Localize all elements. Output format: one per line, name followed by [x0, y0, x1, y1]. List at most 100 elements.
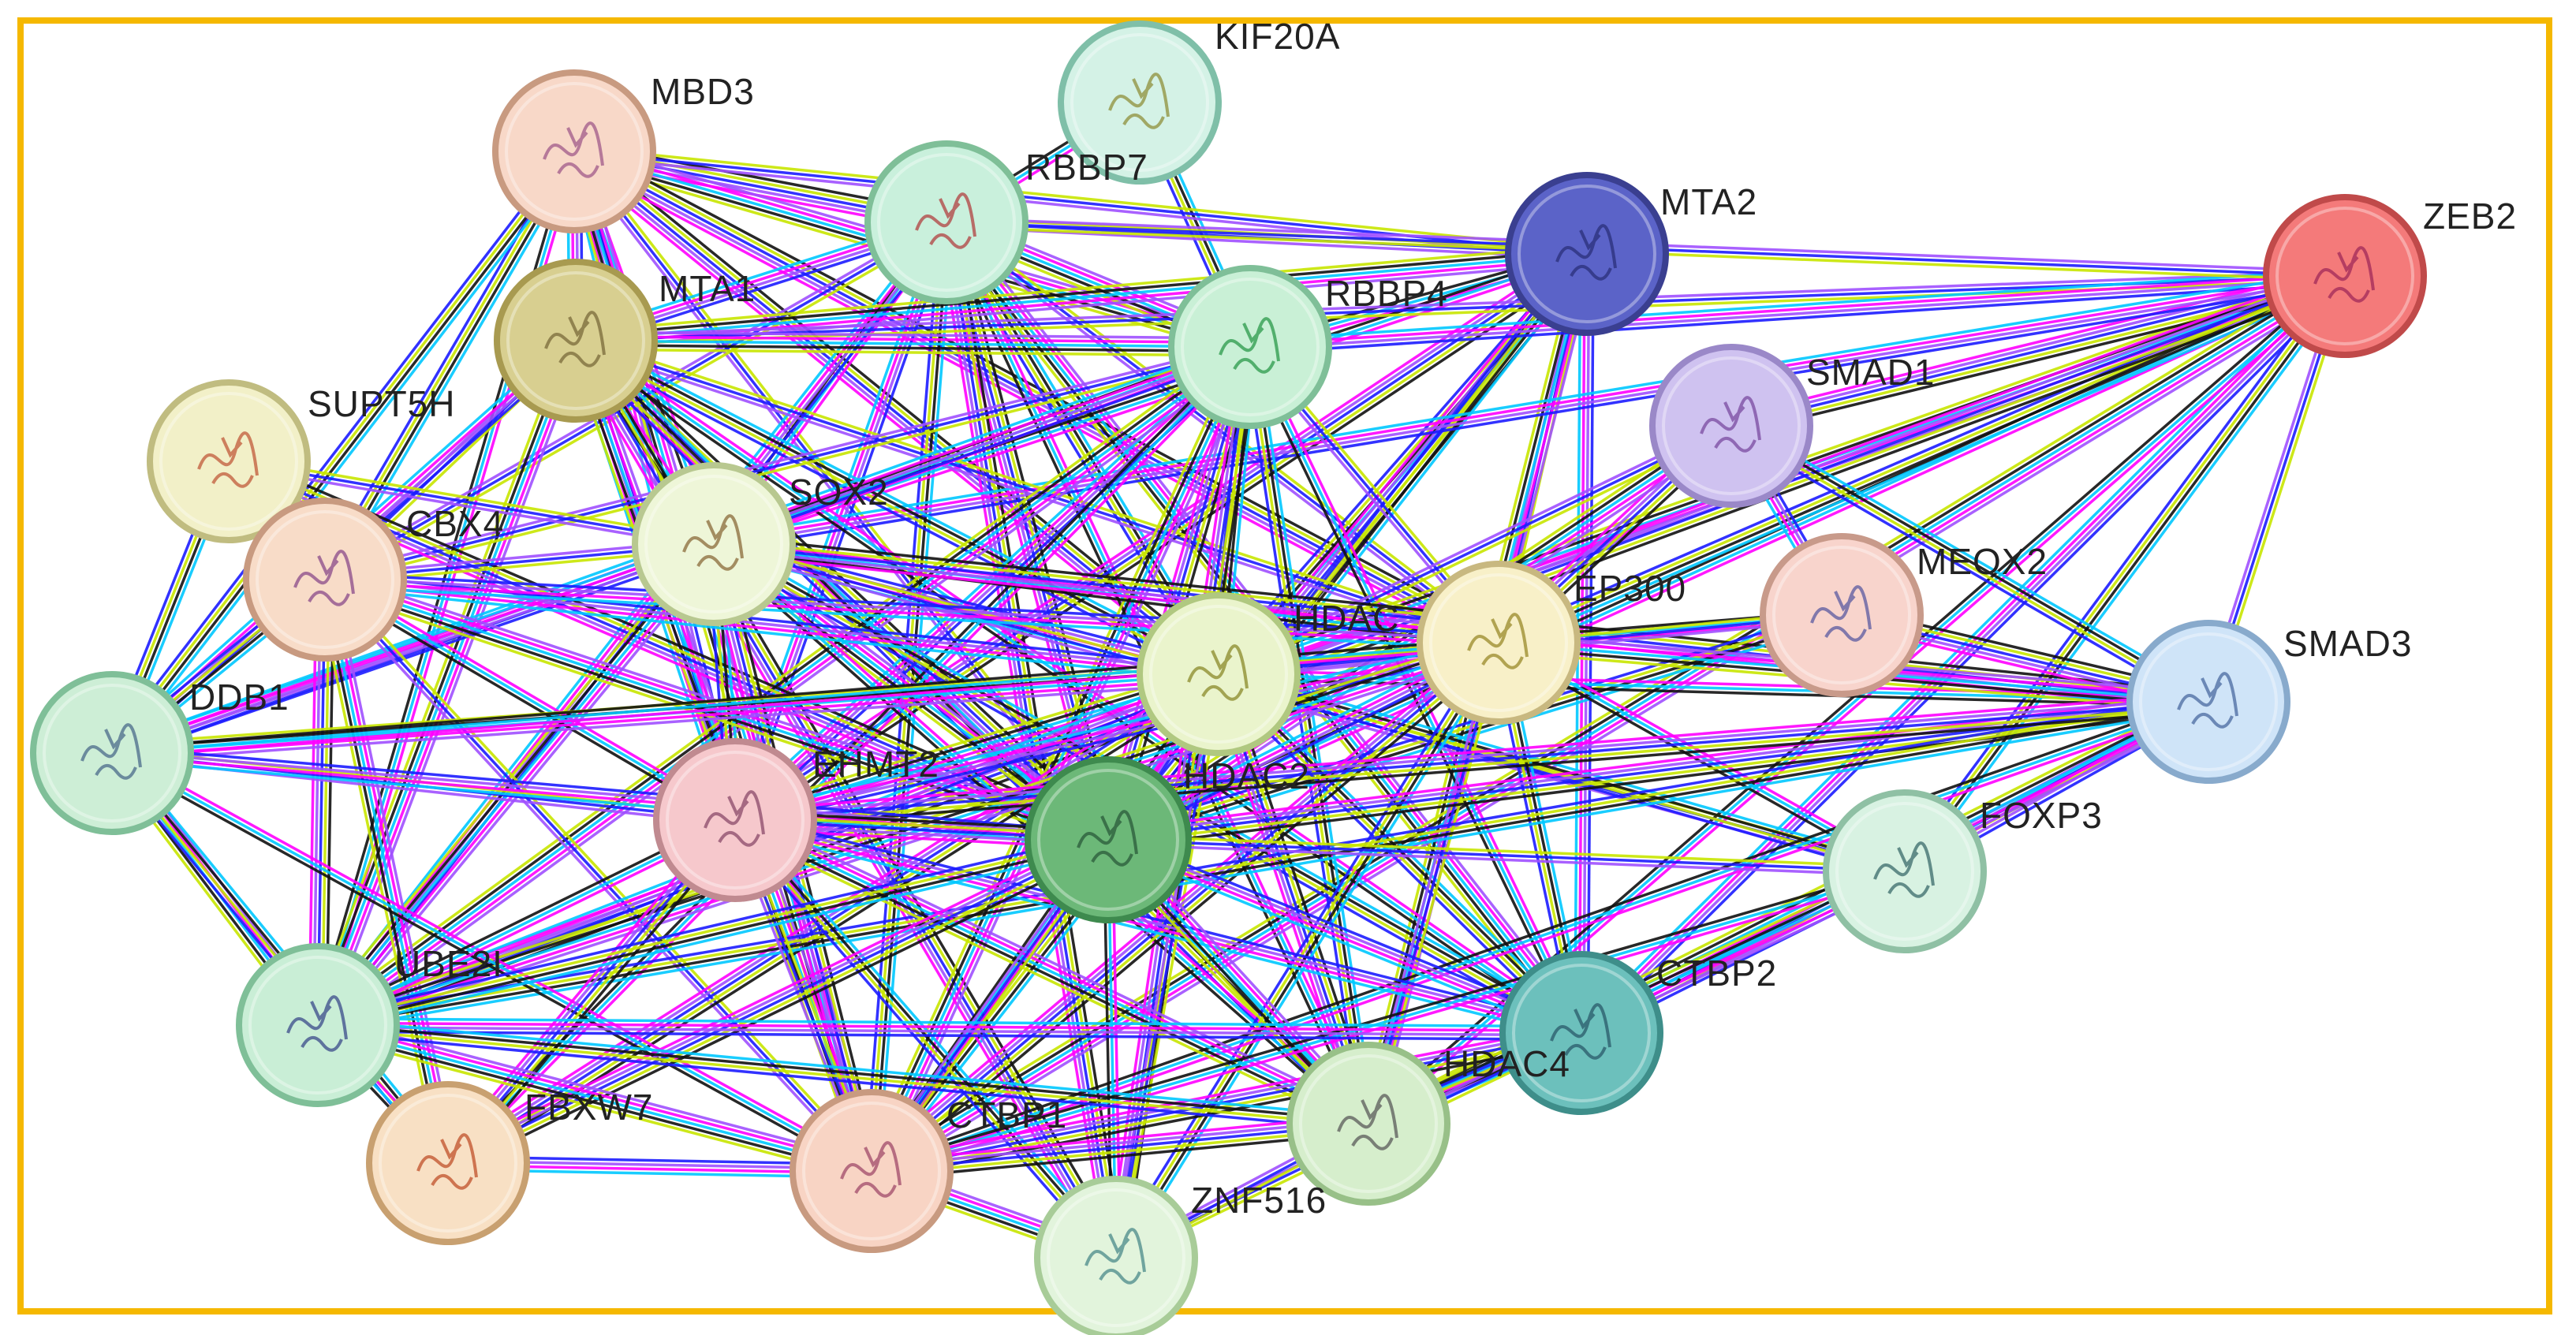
node-sox2[interactable]	[632, 462, 796, 626]
node-supt5h[interactable]	[147, 379, 311, 543]
edge-smad3-ehmt2	[735, 704, 2209, 826]
node-hdac1[interactable]	[1137, 592, 1301, 756]
node-circle-smad1[interactable]	[1649, 344, 1813, 508]
node-ep300[interactable]	[1417, 561, 1581, 725]
node-circle-foxp3[interactable]	[1823, 789, 1987, 953]
node-circle-ehmt2[interactable]	[653, 738, 817, 902]
edge-hdac1-znf516	[1110, 673, 1216, 1258]
node-circle-hdac4[interactable]	[1286, 1042, 1450, 1206]
node-meox2[interactable]	[1760, 533, 1924, 697]
node-mta2[interactable]	[1505, 172, 1669, 336]
node-circle-sox2[interactable]	[632, 462, 796, 626]
node-circle-znf516[interactable]	[1034, 1176, 1198, 1335]
edge-zeb2-ep300	[1500, 280, 2348, 651]
node-mta1[interactable]	[494, 259, 658, 423]
node-circle-mbd3[interactable]	[492, 69, 656, 233]
node-circle-meox2[interactable]	[1760, 533, 1924, 697]
node-zeb2[interactable]	[2263, 194, 2427, 358]
edge-zeb2-smad1	[1728, 266, 2343, 420]
edge-rbbp4-ube2i	[314, 342, 1249, 1023]
edge-smad1-smad3	[1729, 426, 2208, 705]
edge-hdac2-ube2i	[318, 840, 1110, 1029]
node-rbbp7[interactable]	[864, 140, 1029, 304]
protein-structure-icon	[840, 1141, 902, 1198]
node-circle-ube2i[interactable]	[236, 943, 400, 1107]
node-circle-ctbp2[interactable]	[1499, 951, 1663, 1115]
node-circle-supt5h[interactable]	[147, 379, 311, 543]
edge-hdac2-fbxw7	[447, 838, 1109, 1165]
protein-structure-icon	[80, 723, 142, 780]
edge-hdac1-fbxw7	[447, 673, 1219, 1165]
edge-ctbp2-ube2i	[318, 1021, 1582, 1032]
edge-ehmt2-hdac4	[734, 819, 1369, 1125]
node-hdac4[interactable]	[1286, 1042, 1450, 1206]
protein-structure-icon	[293, 550, 355, 606]
node-ring	[644, 475, 783, 613]
protein-structure-icon	[682, 514, 744, 571]
node-kif20a[interactable]	[1058, 21, 1222, 185]
protein-structure-icon	[1555, 224, 1617, 281]
edge-smad3-ehmt2	[735, 709, 2210, 830]
node-label-mta2: MTA2	[1660, 181, 1757, 222]
protein-structure-icon	[1550, 1003, 1611, 1060]
node-circle-smad3[interactable]	[2126, 620, 2290, 784]
edge-ube2i-hdac4	[317, 1030, 1368, 1132]
node-circle-rbbp4[interactable]	[1168, 265, 1332, 429]
node-ring	[1662, 356, 1801, 495]
node-ring	[43, 684, 181, 822]
protein-structure-icon	[2313, 246, 2375, 303]
edge-hdac4-ctbp1	[872, 1126, 1369, 1177]
node-ddb1[interactable]	[30, 671, 194, 835]
node-label-ctbp2: CTBP2	[1656, 953, 1777, 994]
node-circle-mta2[interactable]	[1505, 172, 1669, 336]
protein-structure-icon	[1810, 585, 1872, 642]
protein-structure-icon	[915, 192, 976, 249]
edge-smad3-hdac2	[1109, 709, 2210, 850]
node-rbbp4[interactable]	[1168, 265, 1332, 429]
node-label-rbbp7: RBBP7	[1025, 147, 1148, 188]
edge-mta1-ube2i	[320, 341, 581, 1027]
node-label-foxp3: FOXP3	[1980, 795, 2103, 836]
node-hdac2[interactable]	[1025, 756, 1192, 923]
node-cbx4[interactable]	[243, 498, 407, 662]
node-foxp3[interactable]	[1823, 789, 1987, 953]
node-circle-ctbp1[interactable]	[790, 1089, 954, 1253]
node-circle-hdac2[interactable]	[1025, 756, 1192, 923]
edge-hdac2-fbxw7	[449, 842, 1111, 1169]
node-circle-hdac1[interactable]	[1137, 592, 1301, 756]
node-znf516[interactable]	[1034, 1176, 1198, 1335]
edge-mta1-rbbp4	[575, 343, 1250, 353]
edge-smad3-ube2i	[317, 698, 2208, 1025]
node-ehmt2[interactable]	[653, 738, 817, 902]
edge-rbbp4-cbx4	[325, 349, 1252, 586]
node-smad3[interactable]	[2126, 620, 2290, 784]
node-circle-ep300[interactable]	[1417, 561, 1581, 725]
node-circle-mta1[interactable]	[494, 259, 658, 423]
edge-zeb2-foxp3	[1905, 276, 2348, 874]
node-fbxw7[interactable]	[366, 1081, 530, 1245]
edge-rbbp4-ube2i	[312, 338, 1246, 1020]
edge-mta1-ctbp2	[575, 339, 1582, 1035]
node-circle-kif20a[interactable]	[1058, 21, 1222, 185]
node-circle-rbbp7[interactable]	[864, 140, 1029, 304]
edge-hdac2-ctbp2	[1108, 836, 1583, 1033]
edge-ddb1-hdac2	[112, 745, 1109, 835]
node-circle-fbxw7[interactable]	[366, 1081, 530, 1245]
node-circle-ddb1[interactable]	[30, 671, 194, 835]
node-ctbp1[interactable]	[790, 1089, 954, 1253]
node-mbd3[interactable]	[492, 69, 656, 233]
node-ctbp2[interactable]	[1499, 951, 1663, 1115]
edge-mta1-rbbp4	[575, 348, 1250, 357]
edge-cbx4-ep300	[324, 584, 1499, 651]
node-circle-zeb2[interactable]	[2263, 194, 2427, 358]
node-ring	[1512, 964, 1651, 1102]
node-ube2i[interactable]	[236, 943, 400, 1107]
edge-hdac1-ehmt2	[732, 664, 1217, 814]
node-circle-cbx4[interactable]	[243, 498, 407, 662]
node-smad1[interactable]	[1649, 344, 1813, 508]
node-label-kif20a: KIF20A	[1215, 16, 1340, 57]
edge-mbd3-ddb1	[112, 151, 577, 755]
node-ring	[877, 153, 1016, 292]
edge-meox2-hdac2	[1107, 611, 1842, 840]
edge-cbx4-ep300	[325, 572, 1499, 638]
